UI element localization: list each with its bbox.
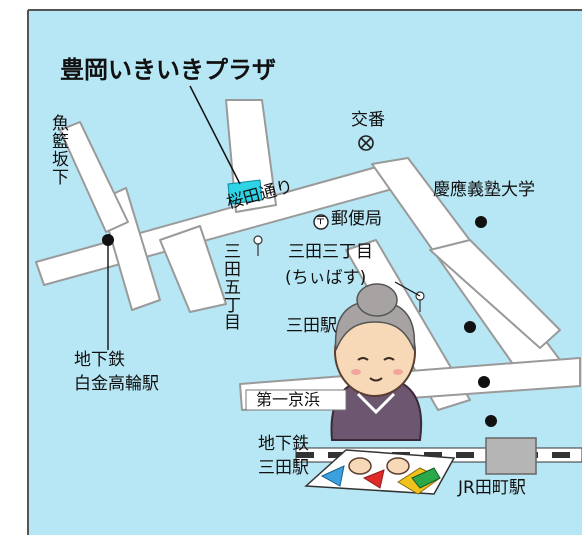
mita5-char-1: 三 bbox=[224, 242, 241, 262]
police-box-label: 交番 bbox=[351, 110, 385, 130]
jr-tamachi-label: JR田町駅 bbox=[458, 478, 526, 498]
mita5-char-3: 五 bbox=[224, 277, 241, 298]
bus-stop-pin-mita3 bbox=[415, 291, 425, 312]
uokai-char-1: 魚 bbox=[52, 114, 69, 134]
mita5-char-5: 目 bbox=[224, 313, 241, 334]
road-keio-side bbox=[429, 239, 561, 349]
subway-mita-label-2: 三田駅 bbox=[258, 458, 309, 478]
post-office-icon bbox=[313, 214, 329, 230]
daiichi-keihin-label-bg bbox=[245, 389, 347, 411]
mita5-char-4: 丁 bbox=[224, 295, 241, 316]
road-uokai-slope bbox=[59, 121, 129, 233]
grandma-hair bbox=[334, 300, 416, 351]
uokai-char-3: 坂 bbox=[52, 149, 69, 170]
leader-mita3 bbox=[394, 281, 421, 297]
daiichi-keihin-label: 第一京浜 bbox=[256, 390, 321, 409]
post-office-label: 郵便局 bbox=[331, 209, 382, 229]
subway-shirokane-label-2: 白金高輪駅 bbox=[74, 374, 159, 394]
keio-label: 慶應義塾大学 bbox=[433, 180, 535, 200]
bus-stop-pin-mita5 bbox=[253, 235, 263, 256]
subway-mita-label-1: 地下鉄 bbox=[258, 434, 309, 454]
destination-title: 豊岡いきいきプラザ bbox=[60, 56, 276, 84]
station-dot-keio bbox=[475, 216, 487, 228]
destination-leader-line bbox=[189, 85, 241, 185]
road-mita-5chome bbox=[159, 225, 227, 313]
subway-shirokane-label-1: 地下鉄 bbox=[74, 350, 125, 370]
grandma-bun bbox=[356, 283, 398, 317]
mita-bus-label: 三田駅 bbox=[286, 316, 337, 336]
uokai-char-4: 下 bbox=[52, 167, 69, 188]
uokai-char-2: 籃 bbox=[52, 131, 69, 152]
grandma-illustration bbox=[304, 283, 456, 495]
station-dot-mita-b bbox=[478, 376, 490, 388]
origami-red bbox=[362, 469, 385, 489]
origami-green bbox=[411, 467, 441, 489]
origami-crane-blue bbox=[320, 465, 345, 487]
mita5-label: 三 田 五 丁 目 bbox=[224, 242, 241, 334]
station-dot-mita-c bbox=[485, 415, 497, 427]
mita3-label-line2: (ちぃばす) bbox=[285, 268, 367, 288]
mita3-label-line1: 三田三丁目 bbox=[288, 242, 373, 262]
destination-marker bbox=[227, 179, 263, 205]
mita5-char-2: 田 bbox=[224, 259, 241, 280]
station-dot-mita-a bbox=[464, 321, 476, 333]
uokai-zaka-label: 魚 籃 坂 下 bbox=[52, 114, 69, 188]
post-office-symbol: 〒 bbox=[315, 214, 326, 227]
jr-station-building bbox=[485, 437, 537, 475]
police-box-icon bbox=[358, 135, 374, 151]
